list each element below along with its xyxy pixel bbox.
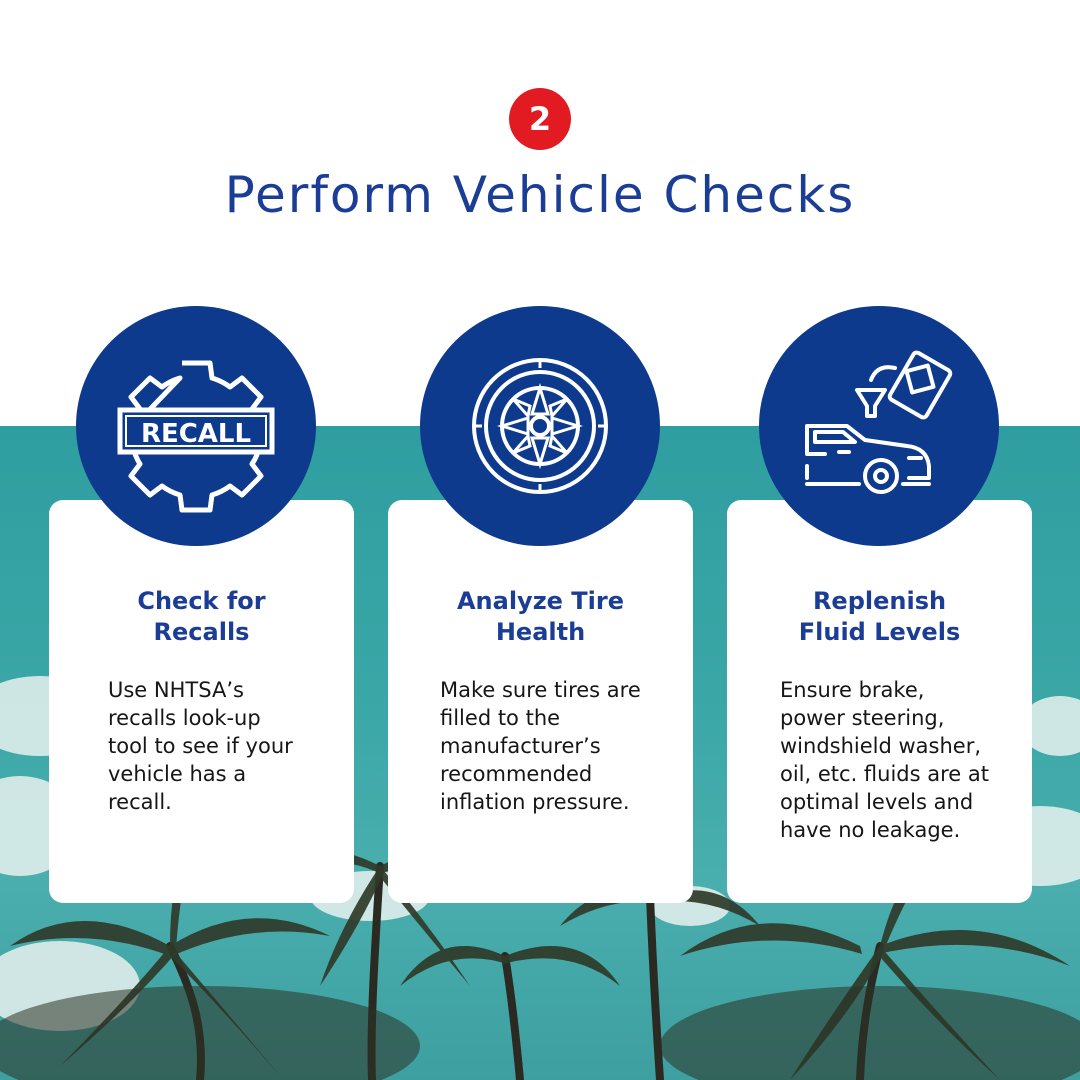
card-fluid-levels: Replenish Fluid Levels Ensure brake, pow… — [727, 500, 1032, 903]
tire-icon — [420, 306, 660, 546]
card-title: Check for Recalls — [137, 587, 266, 646]
card-check-recalls: Check for Recalls Use NHTSA’s recalls lo… — [49, 500, 354, 903]
step-number-badge: 2 — [509, 88, 571, 150]
card-body: Ensure brake, power steering, windshield… — [780, 678, 989, 842]
card-title: Replenish Fluid Levels — [798, 587, 961, 646]
card-body: Make sure tires are filled to the manufa… — [440, 678, 641, 814]
page-title: Perform Vehicle Checks — [224, 166, 856, 224]
card-body: Use NHTSA’s recalls look-up tool to see … — [108, 678, 293, 814]
car-fluid-icon — [759, 306, 999, 546]
card-tire-health: Analyze Tire Health Make sure tires are … — [388, 500, 693, 903]
recall-label: RECALL — [141, 419, 251, 449]
card-title: Analyze Tire Health — [456, 587, 625, 646]
recall-gear-icon: RECALL — [76, 306, 316, 546]
